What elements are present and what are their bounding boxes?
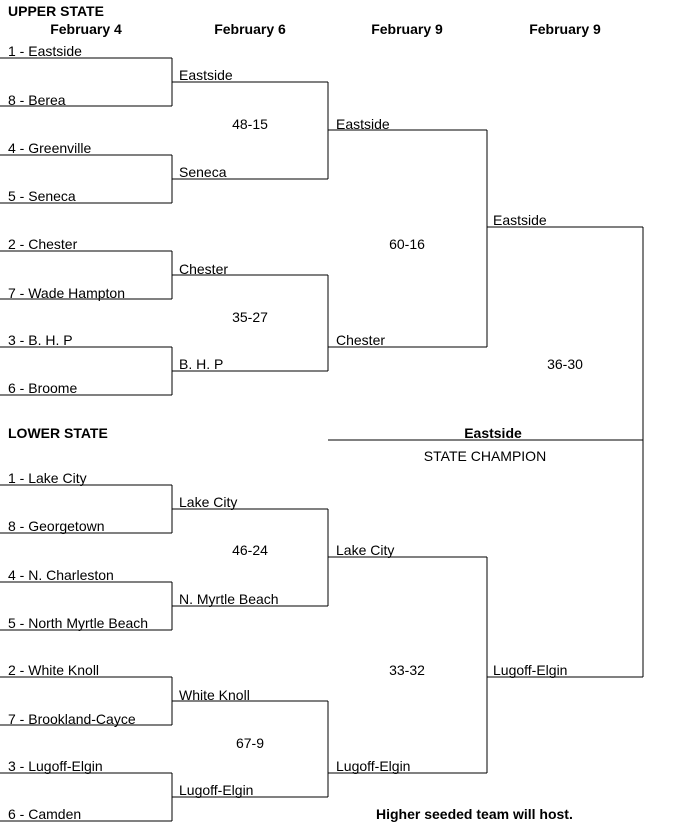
team-label: 2 - Chester: [8, 236, 78, 252]
team-label: 4 - Greenville: [8, 140, 92, 156]
team-label: 6 - Camden: [8, 806, 82, 822]
game-score: 33-32: [389, 662, 425, 678]
game-score: 35-27: [232, 309, 268, 325]
team-label: Lake City: [179, 494, 238, 510]
team-label: Eastside: [336, 116, 390, 132]
team-label: Lugoff-Elgin: [336, 758, 411, 774]
team-label: N. Myrtle Beach: [179, 591, 279, 607]
game-score: 60-16: [389, 236, 425, 252]
team-label: Eastside: [179, 67, 233, 83]
team-label: 5 - North Myrtle Beach: [8, 615, 149, 631]
round4-date: February 9: [529, 21, 601, 37]
round2-date: February 6: [214, 21, 286, 37]
team-label: 8 - Berea: [8, 92, 66, 108]
round1-date: February 4: [50, 21, 122, 37]
team-label: Lake City: [336, 542, 395, 558]
upper-state-heading: UPPER STATE: [8, 3, 104, 19]
host-note: Higher seeded team will host.: [376, 806, 573, 822]
team-label: Chester: [179, 261, 229, 277]
team-label: 4 - N. Charleston: [8, 567, 114, 583]
game-score: 48-15: [232, 116, 268, 132]
game-score: 46-24: [232, 542, 268, 558]
team-label: Lugoff-Elgin: [179, 782, 254, 798]
champion-label: STATE CHAMPION: [423, 448, 547, 464]
team-label: 7 - Wade Hampton: [8, 285, 125, 301]
round3-date: February 9: [371, 21, 443, 37]
champion-name: Eastside: [464, 425, 522, 441]
team-label: B. H. P: [179, 356, 224, 372]
team-label: 1 - Lake City: [8, 470, 87, 486]
team-label: 2 - White Knoll: [8, 662, 100, 678]
team-label: White Knoll: [179, 687, 250, 703]
team-label: Seneca: [179, 164, 227, 180]
team-label: 7 - Brookland-Cayce: [8, 711, 136, 727]
team-label: 1 - Eastside: [8, 43, 82, 59]
team-label: 6 - Broome: [8, 380, 78, 396]
team-label: Lugoff-Elgin: [493, 662, 568, 678]
team-label: 5 - Seneca: [8, 188, 76, 204]
team-label: 3 - B. H. P: [8, 332, 73, 348]
team-label: 8 - Georgetown: [8, 518, 105, 534]
game-score: 67-9: [235, 735, 265, 751]
final-score: 36-30: [547, 356, 583, 372]
team-label: Eastside: [493, 212, 547, 228]
lower-state-heading: LOWER STATE: [8, 425, 108, 441]
team-label: 3 - Lugoff-Elgin: [8, 758, 103, 774]
team-label: Chester: [336, 332, 386, 348]
